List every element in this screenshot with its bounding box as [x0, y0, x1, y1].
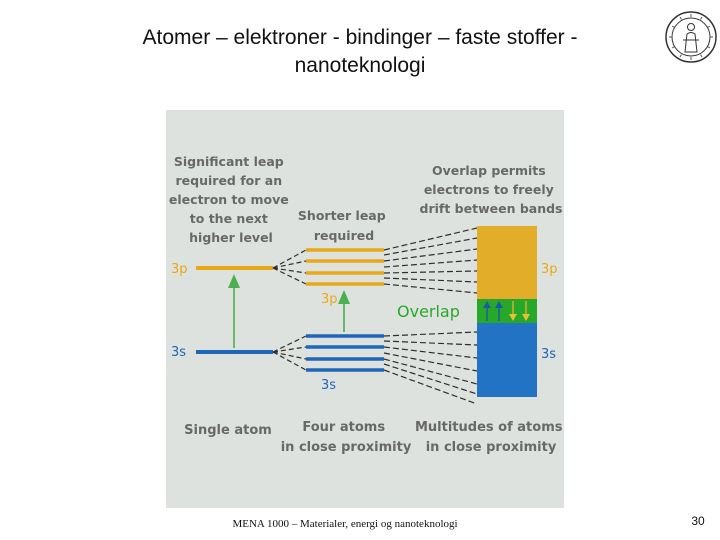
overlap-label: Overlap [397, 302, 460, 321]
energy-band-diagram: Significant leap required for an electro… [166, 110, 564, 508]
band-3p-label: 3p [541, 262, 558, 277]
four-atoms-caption: Shorter leap required [298, 208, 390, 243]
page-number: 30 [691, 514, 705, 528]
slide-footer: MENA 1000 – Materialer, energi og nanote… [232, 518, 458, 530]
four-atoms-leap-arrowhead [338, 290, 350, 304]
four-atoms-label: Four atoms in close proximity [281, 420, 412, 455]
single-atom-label: Single atom [184, 423, 272, 438]
dashed-connectors-four-to-bands [383, 227, 478, 405]
single-atom-caption: Significant leap required for an electro… [169, 154, 293, 245]
electron-arrows [483, 301, 530, 321]
3s-energy-band [477, 323, 537, 397]
university-seal-icon [665, 11, 717, 63]
single-atom-leap-arrowhead [228, 274, 240, 288]
multitudes-caption: Overlap permits electrons to freely drif… [420, 163, 563, 216]
band-3s-label: 3s [541, 347, 556, 362]
3p-energy-band [477, 226, 537, 299]
single-3p-label: 3p [171, 262, 188, 277]
four-atoms-3p-levels [306, 248, 384, 286]
overlap-band [477, 299, 537, 323]
slide-title-line-2: nanoteknologi [294, 54, 426, 77]
multitudes-label: Multitudes of atoms in close proximity [415, 420, 564, 455]
slide-title: Atomer – elektroner - bindinger – faste … [90, 24, 630, 80]
slide-title-line-1: Atomer – elektroner - bindinger – faste … [142, 26, 578, 49]
dashed-connectors-single-to-four [272, 249, 307, 371]
four-atoms-3p-label: 3p [321, 292, 338, 307]
four-atoms-3s-label: 3s [321, 378, 336, 393]
single-3s-label: 3s [171, 345, 186, 360]
four-atoms-3s-levels [306, 334, 384, 372]
